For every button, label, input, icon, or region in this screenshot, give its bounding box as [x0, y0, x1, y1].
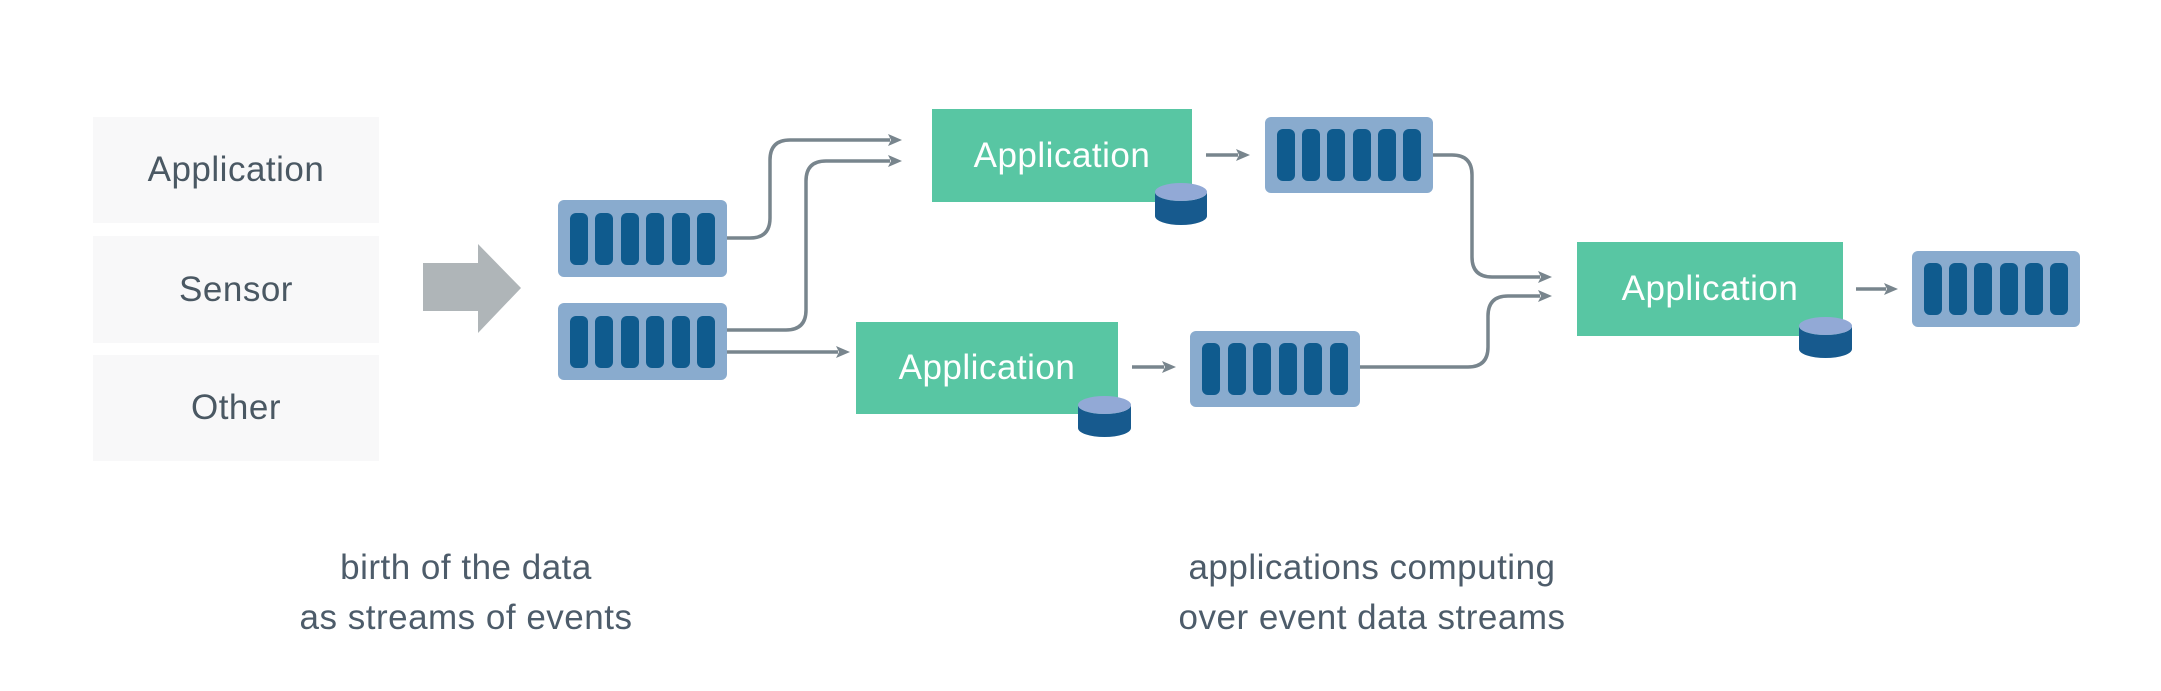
connector-stream1-to-app-top	[727, 134, 902, 240]
stream-segment	[2049, 263, 2068, 315]
stream-segment	[671, 212, 690, 265]
stream-segment	[1974, 263, 1993, 315]
stream-segment	[1329, 343, 1348, 395]
stream-segment	[1202, 343, 1220, 395]
stream-segment	[595, 315, 614, 368]
event-stream-icon	[1265, 117, 1433, 193]
stream-segment	[1377, 129, 1396, 181]
connector-stream-to-app-output-lower	[1360, 290, 1552, 369]
event-stream-icon	[558, 303, 727, 380]
stream-segment	[1327, 129, 1346, 181]
application-node-middle: Application	[856, 322, 1118, 414]
caption-line: birth of the data	[340, 548, 592, 587]
stream-segment	[620, 315, 639, 368]
application-label: Application	[973, 135, 1151, 175]
application-node-output: Application	[1577, 242, 1843, 336]
application-node-top: Application	[932, 109, 1192, 202]
source-box-sensor: Sensor	[93, 236, 379, 343]
stream-segment	[1304, 343, 1323, 395]
caption-right: applications computing over event data s…	[1142, 543, 1602, 643]
stream-segment	[1277, 129, 1295, 181]
caption-line: applications computing	[1188, 548, 1556, 587]
flow-arrow-icon	[423, 244, 521, 333]
caption-left: birth of the data as streams of events	[236, 543, 696, 643]
application-label: Application	[898, 348, 1076, 387]
stream-segment	[2024, 263, 2043, 315]
source-label: Sensor	[179, 269, 293, 309]
stream-segment	[1227, 343, 1246, 395]
stream-segment	[1302, 129, 1321, 181]
source-label: Application	[147, 150, 325, 189]
source-box-application: Application	[93, 117, 379, 223]
stream-segment	[1402, 129, 1421, 181]
stream-segment	[1949, 263, 1968, 315]
stream-segment	[696, 315, 715, 368]
connector-stream2-to-app-top	[727, 155, 902, 332]
application-label: Application	[1621, 269, 1799, 308]
stream-segment	[570, 315, 588, 368]
stream-segment	[1352, 129, 1371, 181]
event-stream-icon	[1912, 251, 2080, 327]
stream-segment	[646, 315, 665, 368]
stream-segment	[595, 212, 614, 265]
connector-stream-to-app-output-upper	[1433, 153, 1552, 283]
stream-segment	[1278, 343, 1297, 395]
stream-segment	[570, 212, 588, 265]
stream-segment	[1924, 263, 1942, 315]
stream-segment	[671, 315, 690, 368]
stream-segment	[1999, 263, 2018, 315]
caption-line: over event data streams	[1178, 598, 1566, 637]
stream-segment	[620, 212, 639, 265]
stream-segment	[646, 212, 665, 265]
stream-segment	[1253, 343, 1272, 395]
caption-line: as streams of events	[299, 598, 633, 637]
event-stream-icon	[1190, 331, 1360, 407]
source-box-other: Other	[93, 355, 379, 461]
event-stream-icon	[558, 200, 727, 277]
source-label: Other	[190, 388, 282, 427]
stream-segment	[696, 212, 715, 265]
